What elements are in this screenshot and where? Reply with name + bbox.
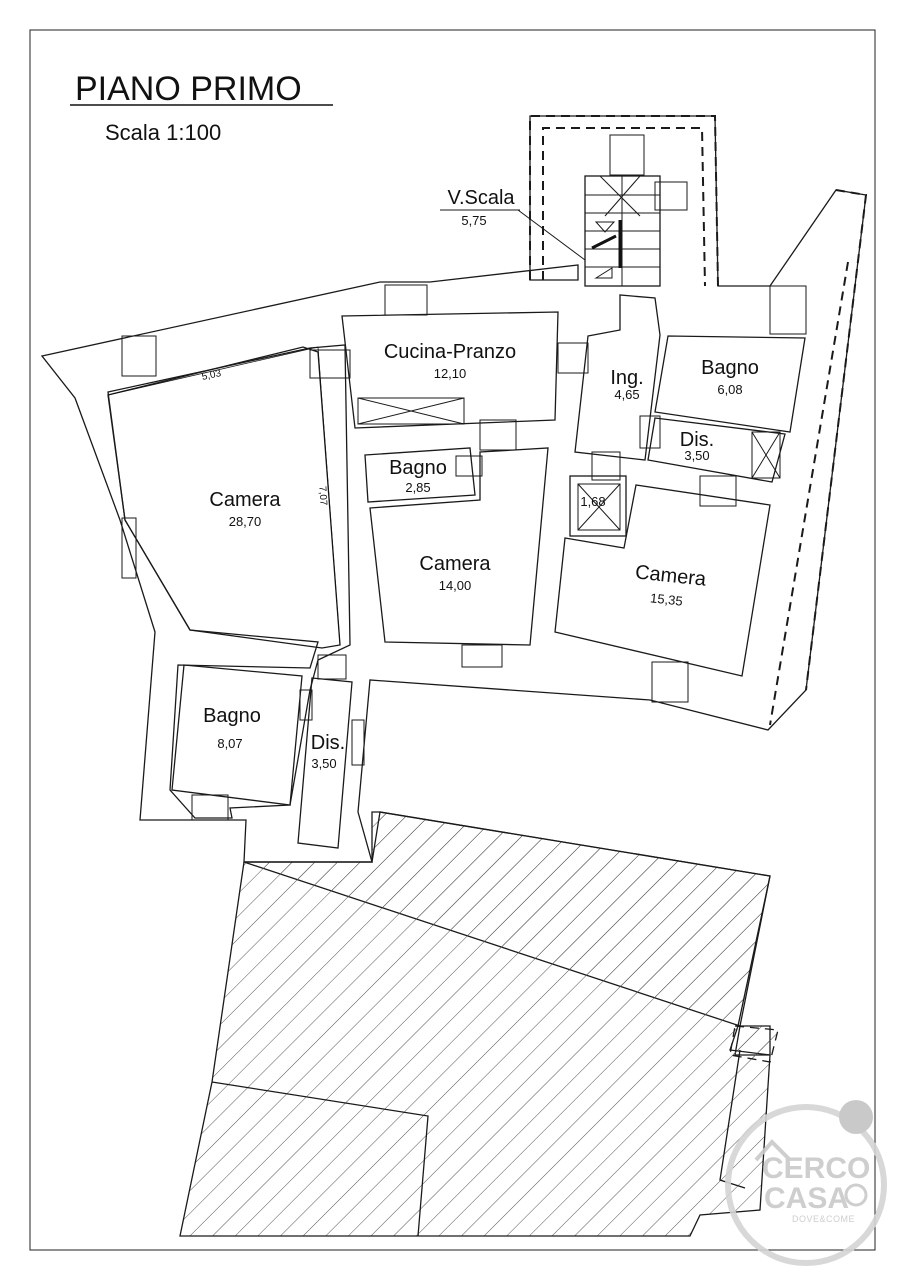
logo-pin-icon — [844, 1183, 868, 1207]
room-labels: Camera 28,70 Cucina-Pranzo 12,10 Bagno 2… — [203, 187, 759, 771]
logo-tagline: DOVE&COME — [792, 1214, 855, 1224]
hatched-area — [179, 811, 779, 1237]
room-walls — [107, 175, 806, 849]
openings — [121, 134, 807, 821]
room-name-bagno-3: Bagno — [203, 705, 261, 727]
dashed-boundaries — [529, 115, 868, 726]
scale-label: Scala 1:100 — [105, 120, 221, 145]
dimension-lines: 5,03 7,07 — [107, 346, 341, 646]
stair-area: 5,75 — [461, 213, 486, 228]
room-name-bagno-2: Bagno — [701, 357, 759, 379]
logo-line2: CASA — [764, 1182, 849, 1215]
room-area-cucina: 12,10 — [434, 366, 467, 381]
outer-walls — [40, 115, 867, 863]
logo-house-icon — [754, 1139, 792, 1162]
room-area-camera-2: 14,00 — [439, 578, 472, 593]
page-frame — [29, 29, 876, 1251]
stair-name: V.Scala — [447, 187, 515, 209]
room-name-cucina: Cucina-Pranzo — [384, 341, 516, 363]
dimension-height: 7,07 — [316, 486, 328, 507]
room-name-camera-3: Camera — [634, 561, 708, 590]
dimension-width: 5,03 — [201, 368, 223, 383]
room-area-dis-2: 3,50 — [311, 756, 336, 771]
room-name-dis-2: Dis. — [311, 732, 345, 754]
room-name-dis-1: Dis. — [680, 429, 714, 451]
room-area-bagno-1: 2,85 — [405, 480, 430, 495]
room-area-dis-1: 3,50 — [684, 448, 709, 463]
room-area-ingresso: 4,65 — [614, 387, 639, 402]
closet-area: 1,68 — [580, 494, 605, 509]
logo-line1: CERCO — [762, 1152, 870, 1185]
room-name-camera-2: Camera — [419, 553, 491, 575]
room-area-camera-3: 15,35 — [650, 590, 684, 608]
cercocasa-logo: CERCO CASA DOVE&COME — [725, 1100, 887, 1266]
page-title: PIANO PRIMO — [75, 70, 302, 108]
room-name-camera-1: Camera — [209, 489, 281, 511]
room-area-bagno-2: 6,08 — [717, 382, 742, 397]
room-area-bagno-3: 8,07 — [217, 736, 242, 751]
room-name-bagno-1: Bagno — [389, 457, 447, 479]
room-area-camera-1: 28,70 — [229, 514, 262, 529]
room-name-ingresso: Ing. — [610, 367, 643, 389]
logo-dot — [839, 1100, 873, 1134]
logo-ring — [725, 1104, 887, 1266]
